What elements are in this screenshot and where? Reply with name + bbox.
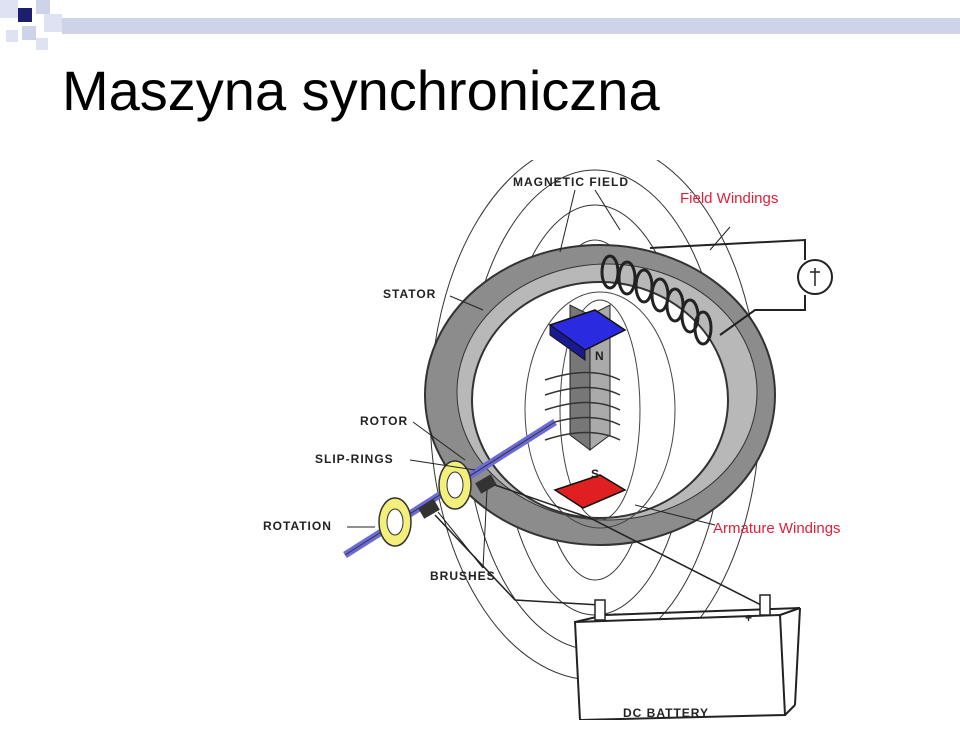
dc-battery (573, 594, 801, 720)
slide-title: Maszyna synchroniczna (62, 59, 660, 122)
synchronous-machine-diagram: MAGNETIC FIELD Field Windings STATOR ROT… (255, 160, 895, 720)
label-magnetic-field: MAGNETIC FIELD (513, 175, 629, 189)
label-stator: STATOR (383, 287, 436, 301)
label-dc-battery: DC BATTERY (623, 706, 709, 720)
field-windings-coils (600, 254, 713, 346)
label-pole-n: N (595, 349, 605, 363)
title-decoration-bar (62, 18, 960, 34)
label-plus-terminal: + (745, 611, 753, 625)
slip-rings (378, 460, 472, 547)
label-brushes: BRUSHES (430, 569, 496, 583)
label-rotor: ROTOR (360, 414, 408, 428)
label-armature-windings: Armature Windings (713, 520, 841, 537)
label-field-windings: Field Windings (680, 190, 778, 207)
label-pole-s: S (591, 467, 600, 481)
label-rotation: ROTATION (263, 519, 332, 533)
label-minus-terminal: − (613, 607, 621, 621)
label-slip-rings: SLIP-RINGS (315, 452, 394, 466)
slide-logo-squares (0, 0, 80, 60)
brushes (418, 474, 497, 519)
field-windings-circuit (649, 238, 833, 336)
rotor (544, 304, 627, 509)
